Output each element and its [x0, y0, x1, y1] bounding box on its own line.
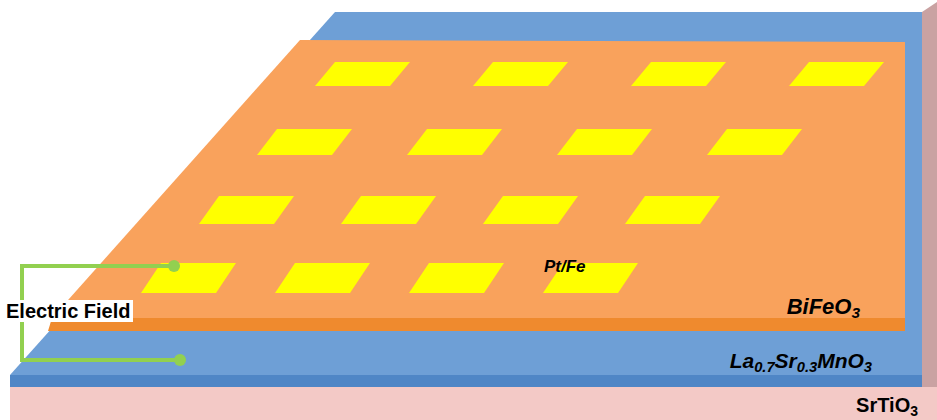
lsmo-layer: La0.7Sr0.3MnO3 [10, 344, 876, 378]
pt-fe-pad [315, 62, 410, 86]
pt-fe-pad [275, 263, 370, 293]
bfo-layer: BiFeO3 [52, 290, 870, 324]
lsmo-top-face [10, 12, 922, 375]
pt-fe-pad [789, 62, 884, 86]
bfo-front-face [48, 318, 905, 331]
wire-contact [174, 354, 186, 366]
lsmo-front-face [10, 375, 922, 387]
layer-label: SrTiO3 [856, 394, 918, 416]
field-label: Electric Field [4, 300, 133, 322]
pt-fe-pad [483, 196, 578, 224]
pt-fe-pad [473, 62, 568, 86]
pt-fe-pad [707, 129, 802, 155]
pt-fe-pad [557, 129, 652, 155]
electrode-pads [141, 62, 884, 293]
bfo-top-face [52, 40, 905, 318]
pt-fe-pad [341, 196, 436, 224]
layer-label: La0.7Sr0.3MnO3 [730, 349, 872, 372]
substrate-front-face [10, 387, 937, 420]
pt-fe-pad [199, 196, 294, 224]
pt-fe-pad [631, 62, 726, 86]
wire-contact [168, 260, 180, 272]
pt-fe-pad [257, 129, 352, 155]
layer-label: BiFeO3 [787, 295, 860, 319]
substrate-layer: SrTiO3 [10, 389, 922, 420]
pt-fe-pad [625, 196, 720, 224]
pt-fe-pad [407, 129, 502, 155]
pt-fe-pad [409, 263, 504, 293]
substrate-side-face [922, 2, 937, 387]
electrode-label: Pt/Fe [542, 258, 588, 277]
